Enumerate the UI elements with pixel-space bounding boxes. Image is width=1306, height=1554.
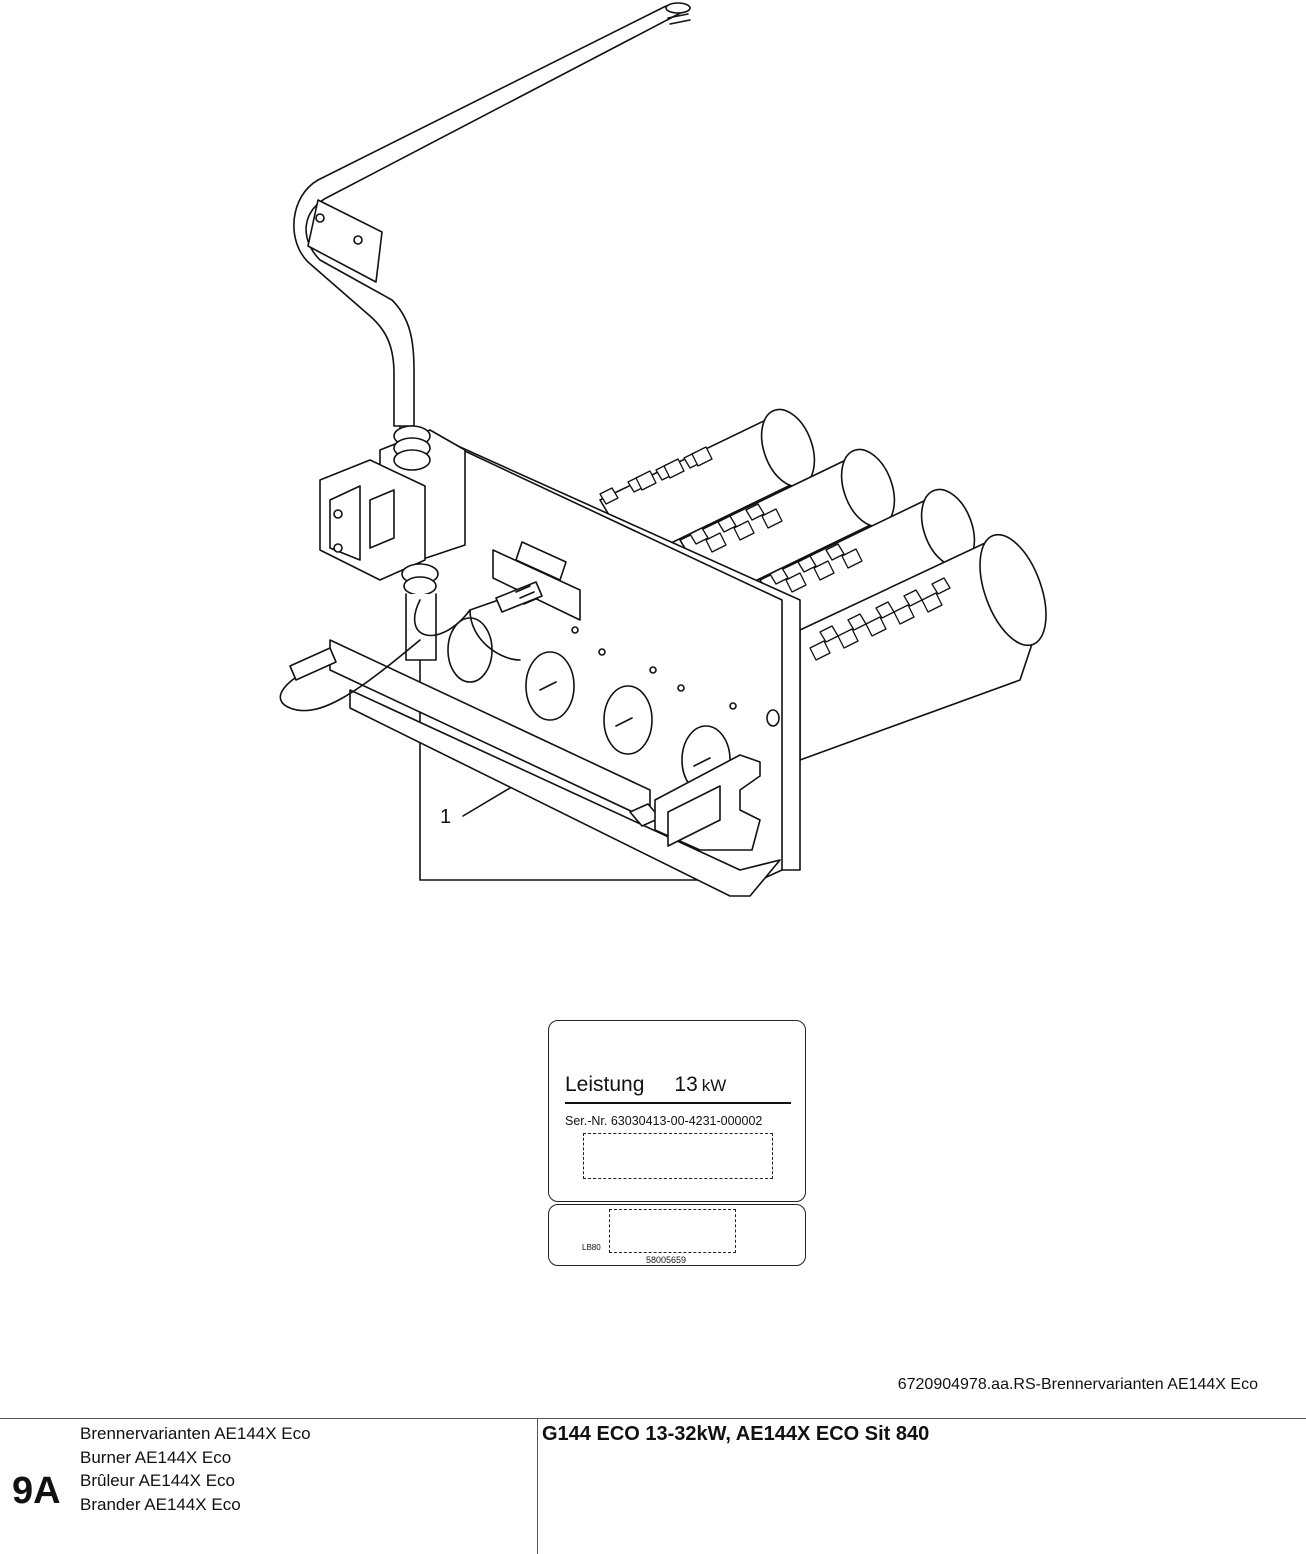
ignition-electrode: [289, 581, 543, 681]
title-de: Brennervarianten AE144X Eco: [80, 1424, 311, 1443]
gas-supply-pipe: [293, 2, 691, 427]
barcode-placeholder: [583, 1133, 773, 1179]
title-fr: Brûleur AE144X Eco: [80, 1471, 235, 1490]
output-value: 13: [674, 1073, 698, 1096]
model-title: G144 ECO 13-32kW, AE144X ECO Sit 840: [542, 1423, 930, 1445]
gas-valve: [319, 425, 466, 661]
ignition-cables: [279, 595, 521, 712]
footer-column-divider: [537, 1418, 538, 1554]
serial-number: Ser.-Nr. 63030413-00-4231-000002: [565, 1114, 763, 1128]
title-en: Burner AE144X Eco: [80, 1447, 232, 1467]
lb-code: LB80: [582, 1243, 601, 1252]
output-unit: kW: [701, 1076, 727, 1095]
title-nl: Brander AE144X Eco: [80, 1494, 241, 1514]
section-number: 9A: [12, 1470, 61, 1512]
part-code: 58005659: [646, 1255, 687, 1265]
footer-divider: [0, 1418, 1306, 1419]
gas-manifold: [329, 639, 781, 897]
callout-leader-line: [462, 787, 511, 817]
burner-tubes: [599, 408, 1047, 761]
part-label: LB80 58005659: [548, 1204, 806, 1266]
label-divider: [565, 1102, 791, 1104]
barcode-placeholder-2: [609, 1209, 736, 1253]
output-label: Leistung: [565, 1073, 645, 1096]
section-titles: Brennervarianten AE144X Eco Burner AE144…: [80, 1422, 311, 1516]
figure-reference: 6720904978.aa.RS-Brennervarianten AE144X…: [897, 1376, 1258, 1393]
callout-1: 1: [440, 806, 452, 828]
